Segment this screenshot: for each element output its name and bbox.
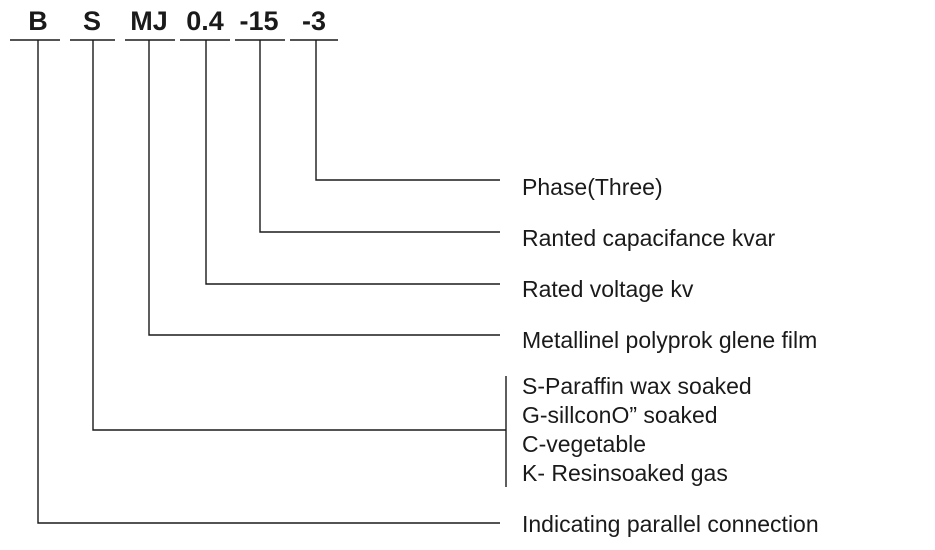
desc-capacitance: Ranted capacifance kvar <box>522 225 775 251</box>
impregnant-item: S-Paraffin wax soaked <box>522 373 752 399</box>
impregnant-list: S-Paraffin wax soaked G-sillconO” soaked… <box>522 373 752 486</box>
descriptions: Phase(Three) Ranted capacifance kvar Rat… <box>522 174 819 537</box>
code-part-capacity: -15 <box>239 6 278 36</box>
impregnant-item: K- Resinsoaked gas <box>522 460 728 486</box>
impregnant-item: C-vegetable <box>522 431 646 457</box>
code-part-s: S <box>83 6 101 36</box>
leader-impregnant <box>92 40 506 431</box>
desc-film: Metallinel polyprok glene film <box>522 327 817 353</box>
leader-lines <box>37 40 507 524</box>
leader-voltage <box>205 40 500 285</box>
model-code: B S MJ 0.4 -15 -3 <box>10 6 338 41</box>
leader-film <box>148 40 500 336</box>
code-part-phase: -3 <box>302 6 326 36</box>
code-part-b: B <box>28 6 48 36</box>
leader-phase <box>315 40 500 181</box>
code-part-voltage: 0.4 <box>186 6 224 36</box>
leader-capacitance <box>259 40 500 233</box>
desc-voltage: Rated voltage kv <box>522 276 694 302</box>
desc-phase: Phase(Three) <box>522 174 663 200</box>
leader-connection <box>37 40 500 524</box>
impregnant-item: G-sillconO” soaked <box>522 402 718 428</box>
desc-connection: Indicating parallel connection <box>522 511 819 537</box>
code-part-mj: MJ <box>130 6 168 36</box>
